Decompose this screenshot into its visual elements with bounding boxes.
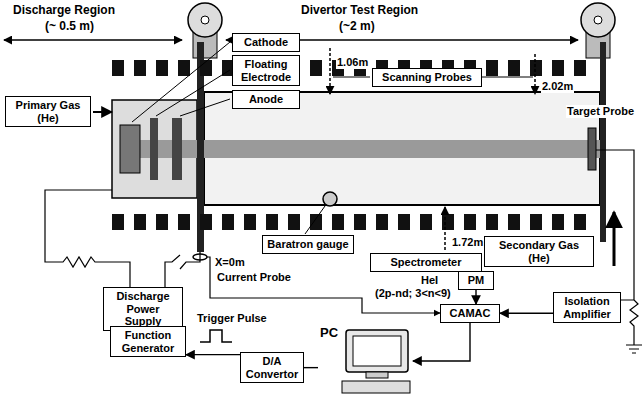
floating-electrode-part bbox=[150, 118, 158, 180]
gas-arrow bbox=[613, 212, 616, 266]
box-text: PC bbox=[320, 325, 338, 340]
gas-arrow bbox=[93, 111, 112, 113]
dimension-label: (~2 m) bbox=[338, 20, 376, 34]
box-text: Discharge Power Supply bbox=[116, 290, 169, 327]
gas-box: Primary Gas (He) bbox=[5, 96, 91, 127]
part-label: Current Probe bbox=[216, 271, 292, 284]
box-text: CAMAC bbox=[450, 307, 491, 319]
computer-node: PC bbox=[318, 326, 413, 396]
region-label: Discharge Region bbox=[12, 4, 116, 18]
converter-box: D/A Convertor bbox=[240, 352, 304, 383]
signal-connector bbox=[475, 290, 476, 304]
probe-arrow bbox=[444, 207, 446, 250]
callout-box: Floating Electrode bbox=[232, 55, 300, 86]
power-supply-box: Discharge Power Supply bbox=[103, 287, 183, 331]
leader-lines bbox=[132, 42, 533, 234]
dimension-label: (~ 0.5 m) bbox=[44, 20, 95, 34]
gas-box: Secondary Gas (He) bbox=[484, 236, 594, 267]
box-text: Anode bbox=[249, 93, 283, 105]
callout-box: Anode bbox=[232, 90, 300, 109]
region-label: Divertor Test Region bbox=[300, 4, 419, 18]
box-text: Primary Gas (He) bbox=[16, 99, 81, 124]
signal-label: (2p-nd; 3<n<9) bbox=[374, 287, 452, 300]
box-text: Baratron gauge bbox=[267, 238, 348, 250]
position-label: X=0m bbox=[214, 256, 246, 269]
part-label: Target Probe bbox=[566, 105, 635, 118]
signal-connector bbox=[413, 323, 470, 361]
box-text: D/A Convertor bbox=[246, 355, 299, 380]
discharge-circuit bbox=[165, 252, 200, 287]
signal-connector bbox=[186, 354, 240, 355]
target-probe bbox=[588, 128, 596, 170]
discharge-circuit bbox=[45, 190, 130, 287]
box-text: Scanning Probes bbox=[382, 71, 472, 83]
edge-label: Trigger Pulse bbox=[196, 312, 268, 325]
cathode-part bbox=[120, 125, 140, 173]
current-probe bbox=[193, 254, 207, 260]
pump bbox=[581, 3, 615, 37]
box-text: Isolation Amplifier bbox=[563, 295, 611, 320]
box-text: Secondary Gas (He) bbox=[499, 239, 579, 264]
generator-box: Function Generator bbox=[110, 326, 186, 357]
box-text: Floating Electrode bbox=[241, 58, 291, 83]
probe-arrow bbox=[534, 54, 536, 94]
flange bbox=[600, 42, 606, 242]
pump-hub bbox=[201, 16, 209, 24]
signal-connector bbox=[500, 313, 553, 314]
pulse-symbol bbox=[200, 330, 232, 342]
instrument-box: Spectrometer bbox=[370, 253, 482, 272]
instrument-box: CAMAC bbox=[440, 304, 500, 323]
callout-box: Scanning Probes bbox=[372, 68, 482, 87]
pump bbox=[188, 3, 222, 37]
instrument-box: PM bbox=[458, 271, 494, 290]
probe-arrow bbox=[329, 48, 331, 94]
box-text: Function Generator bbox=[122, 329, 175, 354]
signal-label: HeI bbox=[420, 274, 439, 287]
computer-icon bbox=[342, 330, 410, 393]
signal-connector bbox=[304, 367, 318, 368]
coil-row bbox=[112, 60, 586, 230]
box-text: PM bbox=[468, 274, 485, 286]
pump-hub bbox=[594, 16, 602, 24]
baratron-port bbox=[323, 192, 337, 206]
callout-box: Cathode bbox=[232, 33, 300, 52]
plasma-column bbox=[120, 140, 600, 158]
amplifier-box: Isolation Amplifier bbox=[553, 292, 621, 323]
anode-part bbox=[172, 118, 182, 180]
dimension-label: 1.06m bbox=[336, 56, 369, 69]
box-text: Cathode bbox=[244, 36, 288, 48]
box-text: Spectrometer bbox=[391, 256, 462, 268]
region-arrow bbox=[4, 39, 182, 41]
dimension-label: 1.72m bbox=[451, 236, 484, 249]
dimension-label: 2.02m bbox=[541, 80, 574, 93]
callout-box: Baratron gauge bbox=[262, 235, 354, 254]
